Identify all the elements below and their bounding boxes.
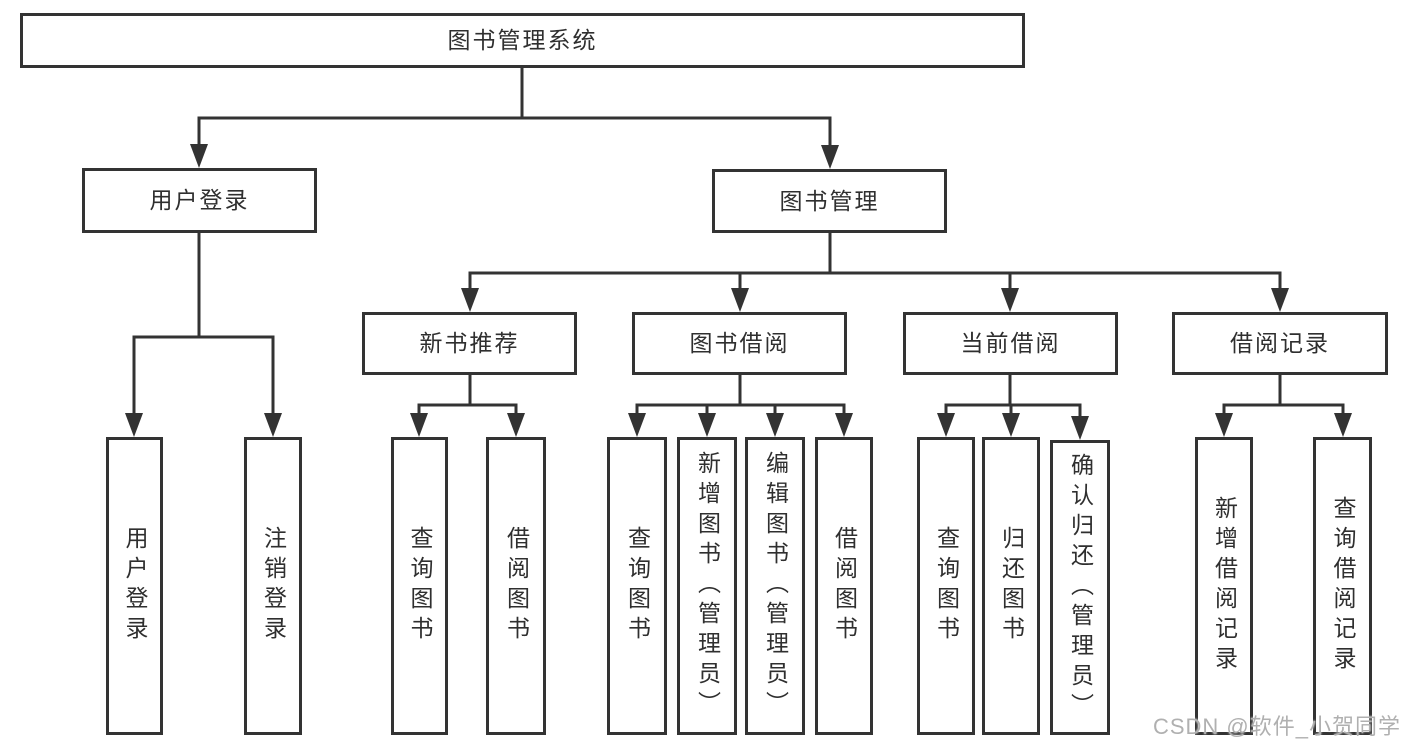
arrowhead-icon [766, 413, 784, 437]
leaf-add-borrow-record: 新增借阅记录 [1195, 437, 1253, 735]
node-label: 图书借阅 [689, 330, 790, 356]
leaf-edit-books-admin: 编辑图书（管理员） [745, 437, 805, 735]
node-user-login: 用户登录 [82, 168, 317, 233]
node-book-borrowing: 图书借阅 [632, 312, 847, 375]
arrowhead-icon [1334, 413, 1352, 437]
leaf-borrow-books: 借阅图书 [815, 437, 873, 735]
arrowhead-icon [821, 145, 839, 169]
leaf-return-books: 归还图书 [982, 437, 1040, 735]
node-label: 新书推荐 [419, 330, 520, 356]
node-library-management-system: 图书管理系统 [20, 13, 1025, 68]
node-label: 借阅记录 [1230, 330, 1330, 356]
leaf-user-login: 用户登录 [106, 437, 163, 735]
arrowhead-icon [264, 413, 282, 437]
arrowhead-icon [190, 144, 208, 168]
arrowhead-icon [835, 413, 853, 437]
leaf-query-books-recommend: 查询图书 [391, 437, 448, 735]
arrowhead-icon [937, 413, 955, 437]
leaf-query-books-borrowing: 查询图书 [607, 437, 667, 735]
arrowhead-icon [410, 413, 428, 437]
arrowhead-icon [1215, 413, 1233, 437]
arrowhead-icon [507, 413, 525, 437]
arrowhead-icon [1002, 413, 1020, 437]
arrowhead-icon [1271, 288, 1289, 312]
node-label: 当前借阅 [960, 330, 1061, 356]
node-book-management: 图书管理 [712, 169, 947, 233]
leaf-borrow-books-recommend: 借阅图书 [486, 437, 546, 735]
node-label: 借阅图书 [831, 526, 858, 646]
arrowhead-icon [628, 413, 646, 437]
node-label: 新增借阅记录 [1211, 496, 1238, 676]
arrowhead-icon [731, 288, 749, 312]
arrowhead-icon [698, 413, 716, 437]
leaf-query-borrow-record: 查询借阅记录 [1313, 437, 1372, 735]
node-label: 新增图书（管理员） [694, 451, 721, 721]
node-label: 查询图书 [407, 526, 433, 646]
node-label: 查询图书 [624, 526, 651, 646]
watermark: CSDN @软件_小贺同学 [1152, 714, 1401, 739]
node-label: 查询借阅记录 [1330, 496, 1356, 676]
node-label: 图书管理系统 [447, 27, 598, 53]
node-new-book-recommendation: 新书推荐 [362, 312, 577, 375]
node-label: 归还图书 [998, 526, 1025, 646]
node-current-borrowing: 当前借阅 [903, 312, 1118, 375]
leaf-logout: 注销登录 [244, 437, 302, 735]
arrowhead-icon [461, 288, 479, 312]
node-label: 确认归还（管理员） [1067, 452, 1094, 723]
leaf-confirm-return-admin: 确认归还（管理员） [1050, 440, 1110, 735]
arrowhead-icon [1071, 416, 1089, 440]
node-label: 编辑图书（管理员） [762, 451, 789, 721]
node-label: 借阅图书 [503, 526, 530, 646]
leaf-add-books-admin: 新增图书（管理员） [677, 437, 737, 735]
node-label: 用户登录 [122, 526, 148, 646]
arrowhead-icon [1001, 288, 1019, 312]
node-borrowing-records: 借阅记录 [1172, 312, 1388, 375]
node-label: 图书管理 [779, 187, 880, 214]
node-label: 用户登录 [149, 187, 250, 213]
node-label: 注销登录 [260, 526, 287, 646]
arrowhead-icon [125, 413, 143, 437]
node-label: 查询图书 [933, 526, 960, 646]
leaf-query-books-current: 查询图书 [917, 437, 975, 735]
